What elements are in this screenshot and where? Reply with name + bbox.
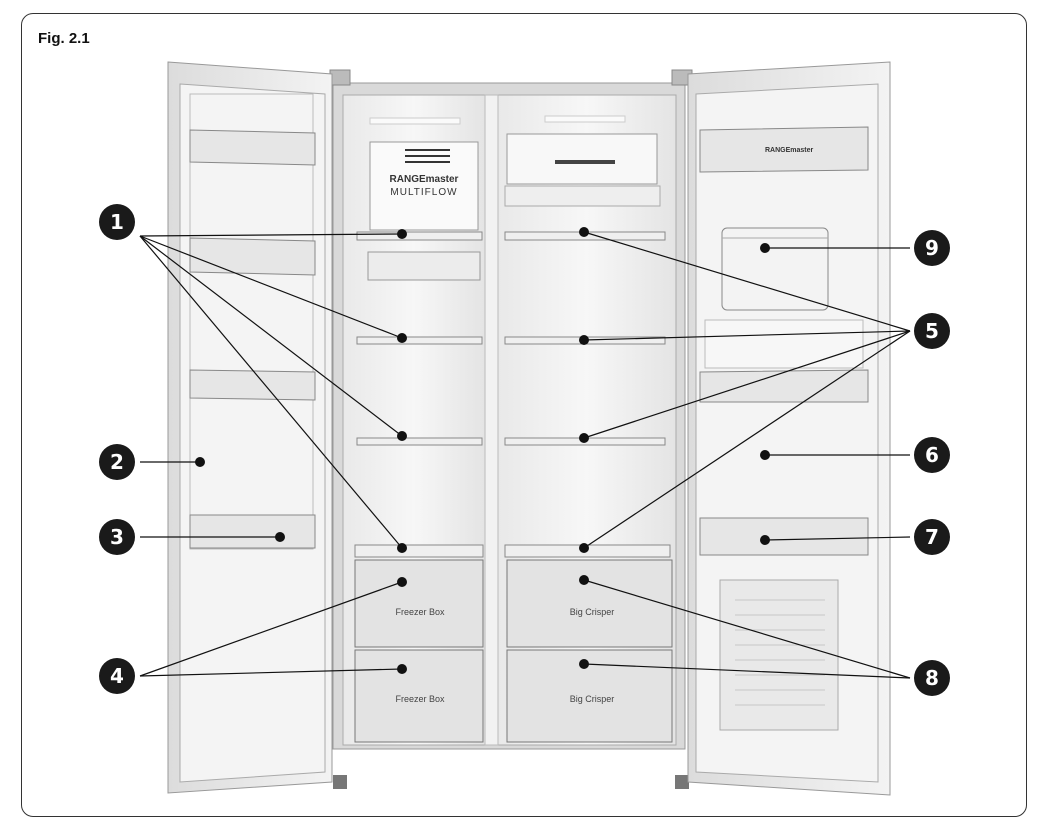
freezer-drawers: Freezer Box Freezer Box <box>354 559 484 743</box>
right-door: RANGEmaster <box>687 61 891 796</box>
callout-8: 8 <box>914 660 950 696</box>
callout-4: 4 <box>99 658 135 694</box>
callout-6: 6 <box>914 437 950 473</box>
figure-label: Fig. 2.1 <box>38 30 90 47</box>
freezer-box-top-label: Freezer Box <box>395 607 445 617</box>
callout-2: 2 <box>99 444 135 480</box>
door-brand: RANGEmaster <box>765 147 814 154</box>
callout-5-number: 5 <box>925 319 939 343</box>
callout-7: 7 <box>914 519 950 555</box>
callout-1: 1 <box>99 204 135 240</box>
callout-4-number: 4 <box>110 664 124 688</box>
callout-8-number: 8 <box>925 666 939 690</box>
freezer-control-panel: RANGEmaster MULTIFLOW <box>367 141 481 281</box>
callout-3: 3 <box>99 519 135 555</box>
callout-5: 5 <box>914 313 950 349</box>
callout-2-number: 2 <box>110 450 124 474</box>
leader-lines <box>139 231 911 679</box>
callout-3-number: 3 <box>110 525 124 549</box>
crisper-top-label: Big Crisper <box>570 607 615 617</box>
freezer-box-bottom-label: Freezer Box <box>395 694 445 704</box>
callout-9-number: 9 <box>925 236 939 260</box>
left-door <box>167 61 333 794</box>
fridge-control-panel <box>504 133 661 207</box>
leader-dots <box>195 227 770 674</box>
callout-1-number: 1 <box>110 210 124 234</box>
callout-6-number: 6 <box>925 443 939 467</box>
freezer-brand: RANGEmaster <box>390 174 459 185</box>
callout-9: 9 <box>914 230 950 266</box>
left-door-bins <box>189 129 316 549</box>
callout-7-number: 7 <box>925 525 939 549</box>
ice-container <box>721 227 829 311</box>
freezer-model: MULTIFLOW <box>390 187 457 198</box>
crisper-drawers: Big Crisper Big Crisper <box>506 559 673 743</box>
crisper-bottom-label: Big Crisper <box>570 694 615 704</box>
figure-frame <box>21 13 1027 817</box>
